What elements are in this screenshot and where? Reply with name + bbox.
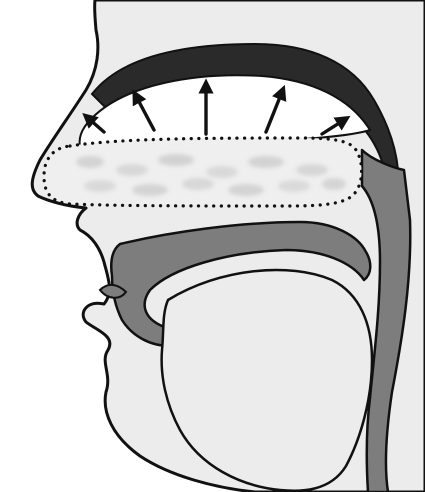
nasal-pack <box>44 138 362 206</box>
